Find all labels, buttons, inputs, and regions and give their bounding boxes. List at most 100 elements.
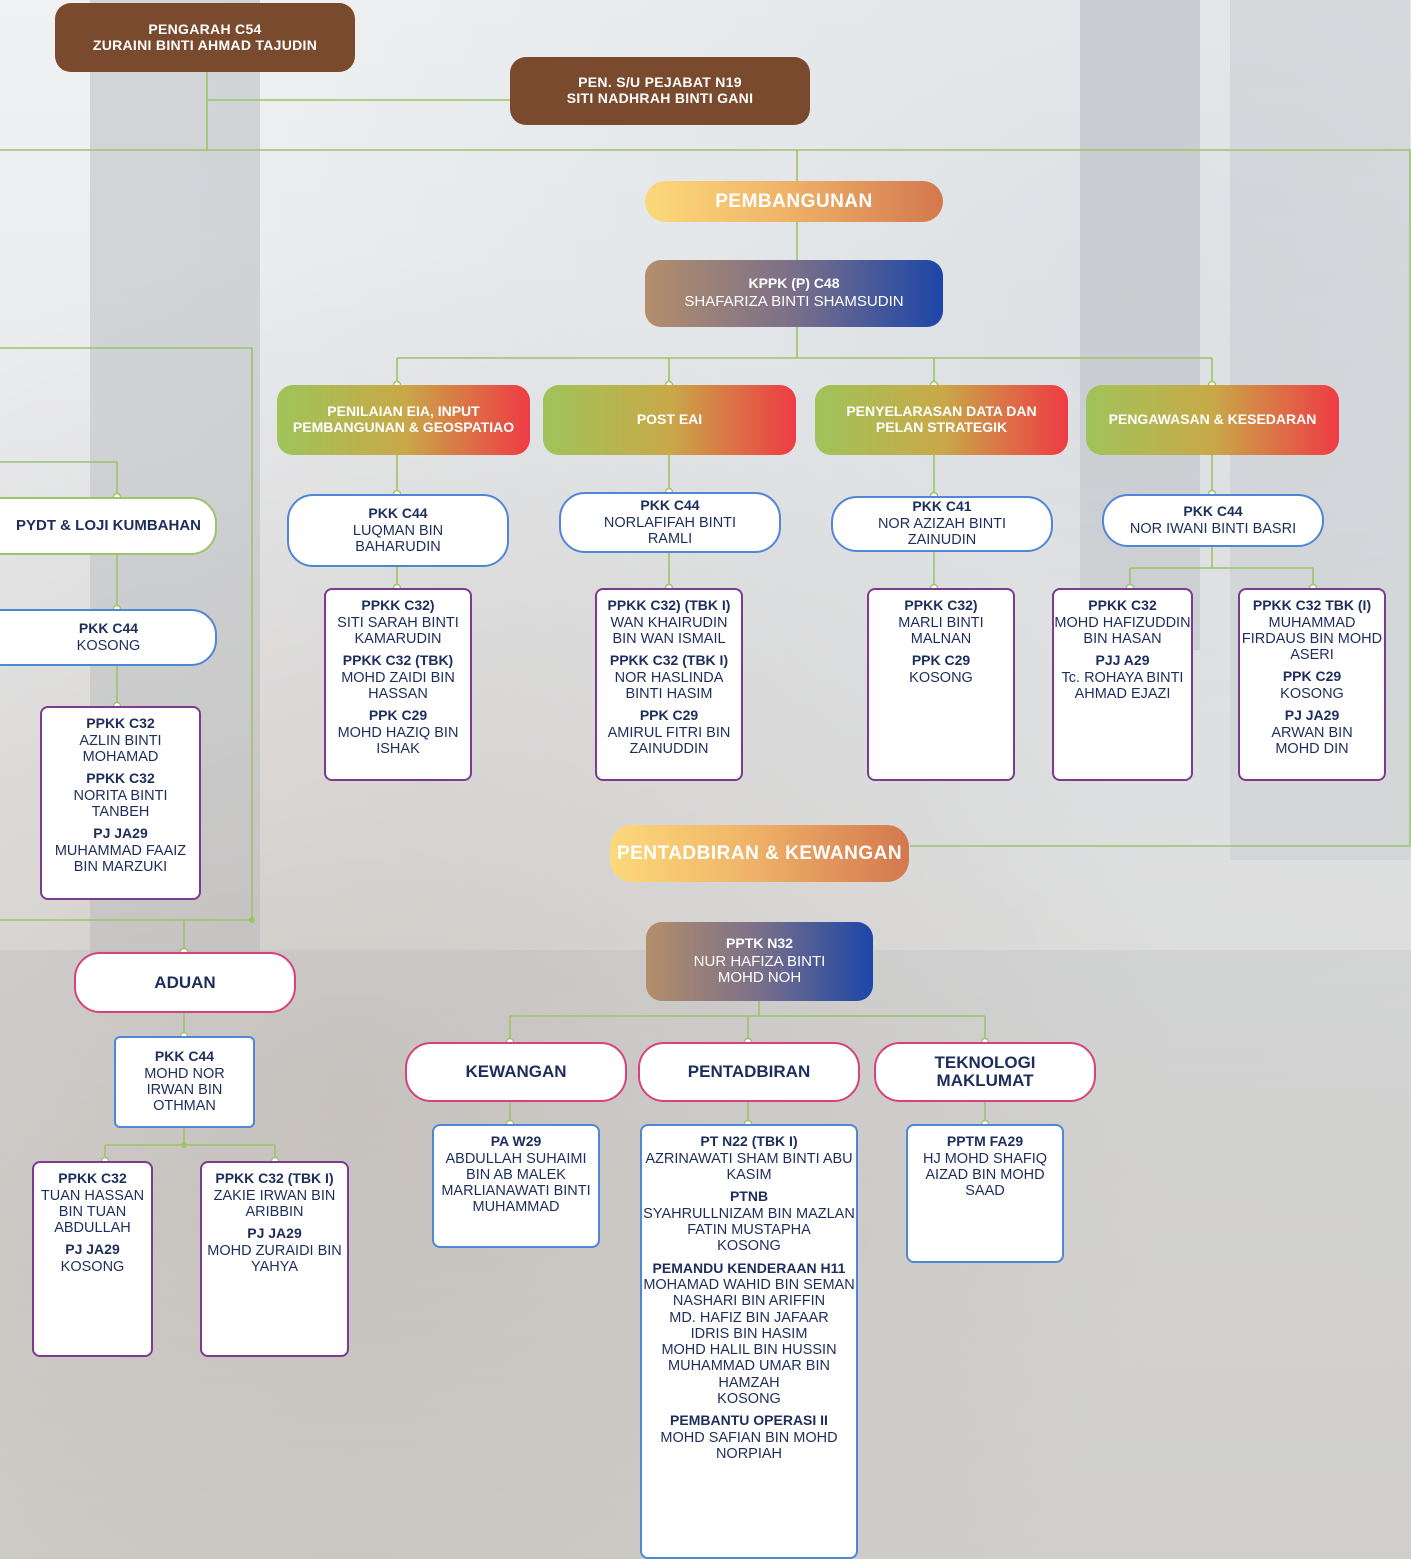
unit-head-title: PKK C44 — [1183, 503, 1243, 520]
unit-head-post-eai: PKK C44 NORLAFIFAH BINTI RAMLI — [559, 492, 781, 553]
unit-pengawasan: PENGAWASAN & KESEDARAN — [1086, 385, 1339, 455]
staff-name: SYAHRULLNIZAM BIN MAZLAN FATIN MUSTAPHA — [643, 1205, 855, 1239]
unit-penilaian-eia: PENILAIAN EIA, INPUT PEMBANGUNAN & GEOSP… — [277, 385, 530, 455]
staff-name: ARWAN BIN MOHD DIN — [1271, 724, 1353, 758]
unit-teknologi-maklumat: TEKNOLOGI MAKLUMAT — [874, 1042, 1096, 1102]
staff-name: NASHARI BIN ARIFFIN — [672, 1293, 826, 1310]
staff-rank: PPK C29 — [639, 707, 699, 724]
pentadbiran-head-title: PPTK N32 — [726, 934, 793, 951]
staff-card-aduan-b: PPKK C32 (TBK I)ZAKIE IRWAN BIN ARIBBIN … — [200, 1161, 349, 1357]
staff-rank: PJ JA29 — [1284, 707, 1340, 724]
staff-rank: PPKK C32 (TBK I) — [215, 1170, 334, 1186]
section-pembangunan: PEMBANGUNAN — [645, 181, 943, 222]
unit-head-title: PKK C41 — [912, 498, 972, 515]
staff-rank: PPKK C32 TBK (I) — [1252, 597, 1372, 613]
staff-name: MUHAMMAD FAAIZ BIN MARZUKI — [54, 842, 187, 876]
unit-head-title: PKK C44 — [368, 504, 428, 521]
director-title: PENGARAH C54 — [148, 20, 262, 37]
staff-card-penilaian: PPKK C32)SITI SARAH BINTI KAMARUDIN PPKK… — [324, 588, 472, 781]
staff-name: NOR HASLINDA BINTI HASIM — [614, 669, 724, 703]
staff-name: MUHAMMAD UMAR BIN HAMZAH — [668, 1358, 830, 1391]
staff-rank: PPKK C32 (TBK I) — [609, 652, 729, 669]
staff-name: MUHAMMAD FIRDAUS BIN MOHD ASERI — [1241, 614, 1383, 664]
staff-rank: PPKK C32 (TBK) — [342, 652, 454, 669]
staff-card-kewangan: PA W29 ABDULLAH SUHAIMI BIN AB MALEK MAR… — [432, 1124, 600, 1248]
staff-name: NORITA BINTI TANBEH — [73, 787, 168, 821]
staff-card-post-eai: PPKK C32) (TBK I)WAN KHAIRUDIN BIN WAN I… — [595, 588, 743, 781]
staff-name: MOHD SAFIAN BIN MOHD NORPIAH — [660, 1429, 838, 1462]
unit-head-pengawasan: PKK C44 NOR IWANI BINTI BASRI — [1102, 494, 1324, 547]
pembangunan-head: KPPK (P) C48 SHAFARIZA BINTI SHAMSUDIN — [645, 260, 943, 327]
unit-head-name: LUQMAN BIN BAHARUDIN — [352, 522, 444, 555]
staff-name: MOHD HAZIQ BIN ISHAK — [337, 724, 459, 758]
pentadbiran-head-name: NUR HAFIZA BINTI MOHD NOH — [693, 952, 826, 987]
aduan-head-title: PKK C44 — [154, 1048, 215, 1065]
pembangunan-head-name: SHAFARIZA BINTI SHAMSUDIN — [684, 292, 904, 310]
staff-rank: PPK C29 — [368, 707, 428, 724]
staff-rank: PPKK C32) — [904, 597, 978, 613]
staff-rank: PEMBANTU OPERASI II — [670, 1412, 828, 1429]
section-pentadbiran: PENTADBIRAN & KEWANGAN — [610, 825, 909, 882]
unit-kewangan: KEWANGAN — [405, 1042, 627, 1102]
staff-name: SITI SARAH BINTI KAMARUDIN — [337, 614, 459, 647]
staff-rank: PPKK C32 — [1088, 597, 1157, 613]
secretary-name: SITI NADHRAH BINTI GANI — [566, 90, 754, 106]
unit-head-name: NOR AZIZAH BINTI ZAINUDIN — [877, 516, 1007, 549]
staff-name: TUAN HASSAN BIN TUAN ABDULLAH — [40, 1187, 145, 1237]
staff-rank: PPKK C32 — [86, 715, 155, 731]
staff-rank: PA W29 — [490, 1133, 542, 1149]
staff-name: IDRIS BIN HASIM — [690, 1325, 808, 1342]
staff-name: MOHAMAD WAHID BIN SEMAN — [643, 1277, 855, 1294]
staff-name: ABDULLAH SUHAIMI BIN AB MALEK — [445, 1150, 587, 1183]
staff-rank: PJ JA29 — [65, 1241, 120, 1258]
staff-rank: PJJ A29 — [1095, 652, 1150, 669]
unit-head-title: PKK C44 — [640, 496, 700, 513]
staff-rank: PJ JA29 — [247, 1225, 302, 1242]
staff-rank: PPKK C32 — [86, 770, 155, 787]
staff-rank: PEMANDU KENDERAAN H11 — [652, 1259, 846, 1276]
unit-pydt: PYDT & LOJI KUMBAHAN — [0, 497, 217, 555]
staff-name: AZLIN BINTI MOHAMAD — [79, 732, 162, 765]
aduan-head-name: MOHD NOR IRWAN BIN OTHMAN — [144, 1065, 225, 1115]
director-box: PENGARAH C54 ZURAINI BINTI AHMAD TAJUDIN — [55, 3, 355, 72]
staff-rank: PPKK C32) — [361, 597, 435, 613]
staff-rank: PPK C29 — [1282, 668, 1342, 685]
staff-name: KOSONG — [717, 1238, 781, 1255]
staff-rank: PT N22 (TBK I) — [700, 1133, 798, 1149]
unit-penyelarasan-data: PENYELARASAN DATA DAN PELAN STRATEGIK — [815, 385, 1068, 455]
staff-name: HJ MOHD SHAFIQ AIZAD BIN MOHD SAAD — [922, 1150, 1048, 1200]
pembangunan-head-title: KPPK (P) C48 — [748, 275, 840, 292]
staff-name: WAN KHAIRUDIN BIN WAN ISMAIL — [610, 614, 728, 647]
staff-rank: PPKK C32) (TBK I) — [607, 597, 731, 613]
unit-post-eai: POST EAI — [543, 385, 796, 455]
director-name: ZURAINI BINTI AHMAD TAJUDIN — [92, 36, 318, 53]
pydt-head: PKK C44 KOSONG — [0, 609, 217, 666]
staff-name: KOSONG — [60, 1259, 125, 1276]
secretary-box: PEN. S/U PEJABAT N19 SITI NADHRAH BINTI … — [510, 57, 810, 125]
pydt-head-name: KOSONG — [76, 637, 141, 654]
unit-head-penyelarasan: PKK C41 NOR AZIZAH BINTI ZAINUDIN — [831, 496, 1053, 552]
staff-card-pengawasan-b: PPKK C32 TBK (I)MUHAMMAD FIRDAUS BIN MOH… — [1238, 588, 1386, 781]
unit-pentadbiran: PENTADBIRAN — [638, 1042, 860, 1102]
staff-rank: PJ JA29 — [93, 825, 148, 842]
staff-name: AMIRUL FITRI BIN ZAINUDDIN — [607, 724, 731, 758]
staff-name: KOSONG — [717, 1390, 781, 1407]
pentadbiran-head: PPTK N32 NUR HAFIZA BINTI MOHD NOH — [646, 922, 873, 1001]
staff-name: Tc. ROHAYA BINTI AHMAD EJAZI — [1061, 669, 1184, 703]
unit-head-penilaian: PKK C44 LUQMAN BIN BAHARUDIN — [287, 494, 509, 567]
staff-name: MOHD HAFIZUDDIN BIN HASAN — [1054, 614, 1191, 647]
staff-name: MOHD HALIL BIN HUSSIN — [661, 1342, 837, 1359]
staff-rank: PPTM FA29 — [946, 1133, 1024, 1149]
staff-name: MOHD ZURAIDI BIN YAHYA — [207, 1242, 342, 1276]
staff-name: KOSONG — [909, 669, 973, 686]
staff-rank: PPKK C32 — [58, 1170, 127, 1186]
staff-card-pentadbiran: PT N22 (TBK I) AZRINAWATI SHAM BINTI ABU… — [640, 1124, 858, 1559]
staff-rank: PPK C29 — [911, 652, 971, 669]
pydt-head-title: PKK C44 — [78, 620, 139, 637]
aduan-head: PKK C44 MOHD NOR IRWAN BIN OTHMAN — [114, 1036, 255, 1128]
secretary-title: PEN. S/U PEJABAT N19 — [578, 74, 742, 91]
